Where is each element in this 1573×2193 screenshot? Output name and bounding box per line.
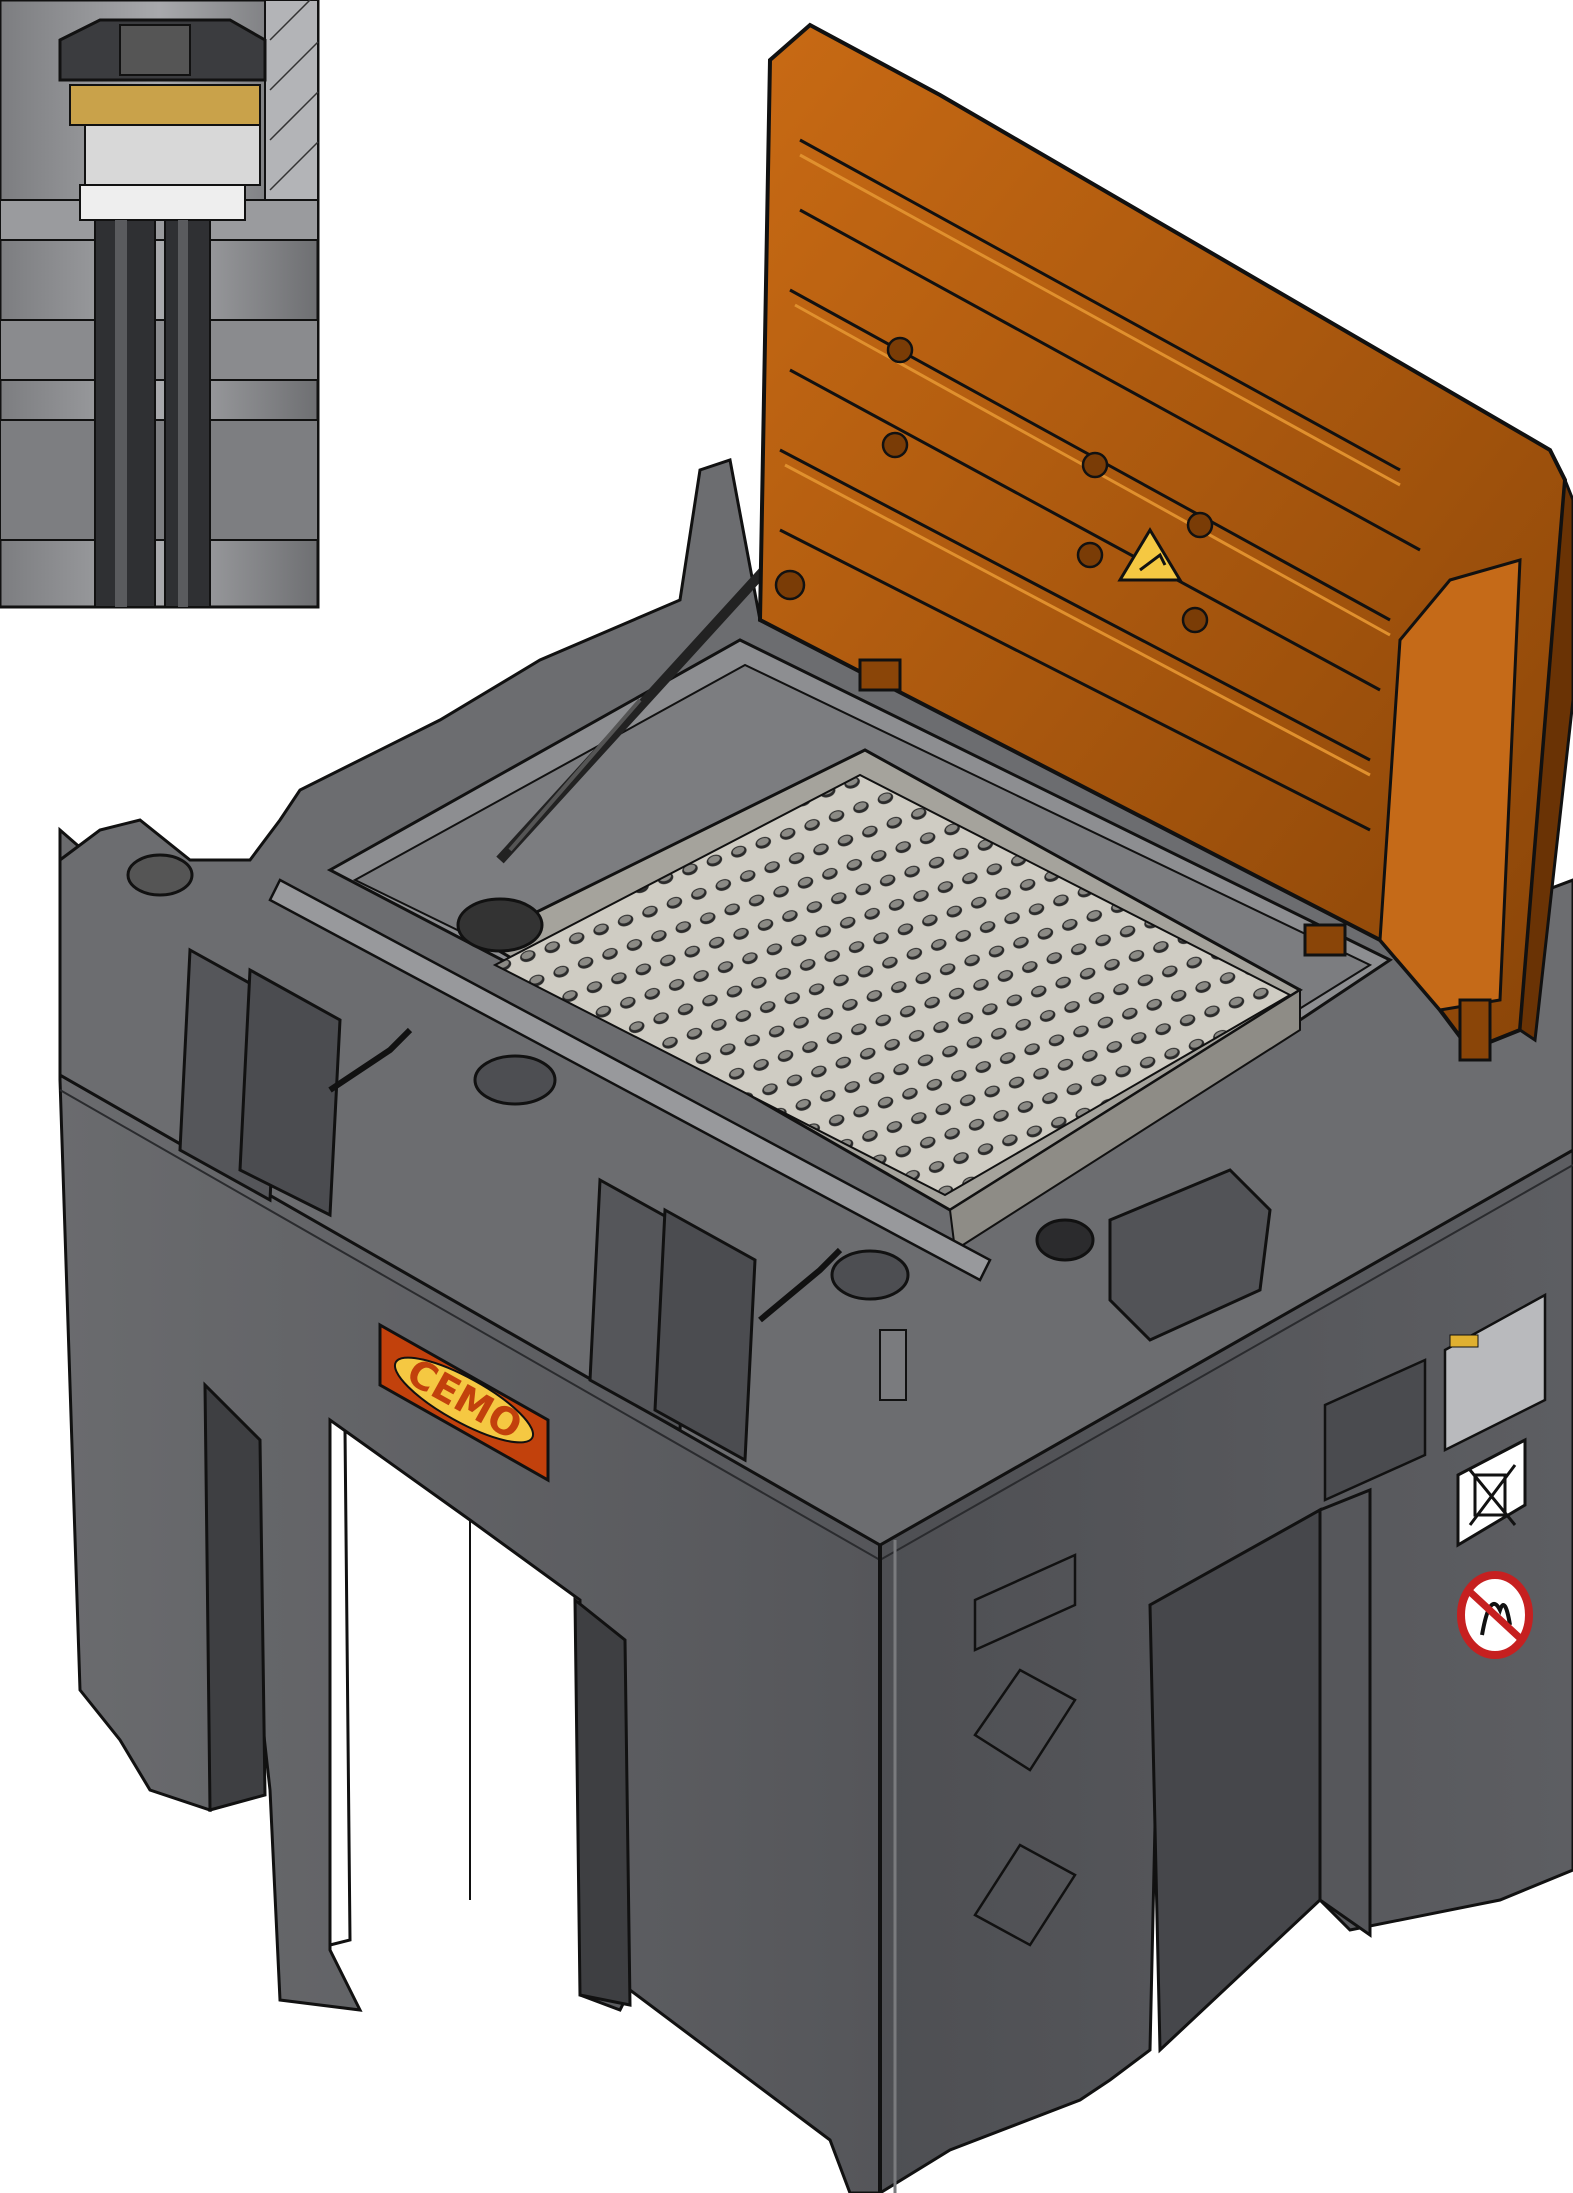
vent-cap [58, 18, 267, 221]
detail-inset [0, 0, 320, 609]
tank-top [58, 458, 1573, 1547]
tank-lid [757, 22, 1573, 1062]
label-panels [973, 1292, 1547, 1947]
lid-hinges [858, 658, 1492, 1062]
filler-caps [126, 853, 1095, 1401]
filter-grate [476, 748, 1303, 1252]
no-smoking-no-flame-icon [1457, 1571, 1533, 1659]
do-not-dispose-bin-icon [1456, 1437, 1527, 1548]
nozzle-holders [178, 947, 843, 1463]
warning-hand-crush-icon [1117, 527, 1183, 582]
